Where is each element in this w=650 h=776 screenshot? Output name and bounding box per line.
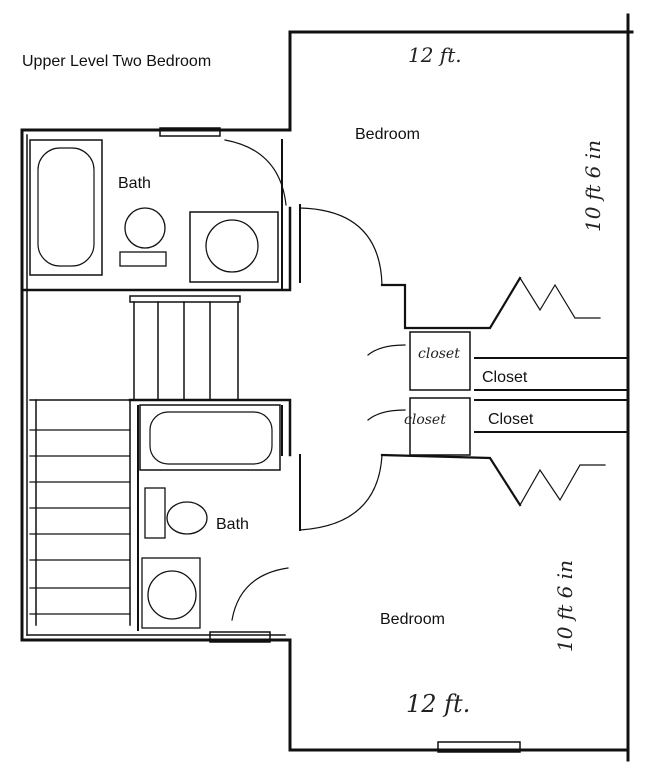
label-bath-top: Bath: [118, 175, 151, 192]
label-closet-right-2: Closet: [488, 411, 534, 428]
plan-title: Upper Level Two Bedroom: [22, 53, 211, 70]
label-closet-small-2: closet: [404, 412, 446, 428]
label-bedroom-bottom: Bedroom: [380, 611, 445, 628]
label-bath-bottom: Bath: [216, 516, 249, 533]
bath-bottom: [128, 398, 292, 631]
label-closet-small-1: closet: [418, 346, 460, 362]
hall-doors: [299, 204, 383, 531]
label-bedroom-top: Bedroom: [355, 126, 420, 143]
bath-top: [20, 139, 292, 292]
dim-top-depth: 10 ft 6 in: [581, 140, 605, 232]
dim-bottom-depth: 10 ft 6 in: [553, 560, 577, 652]
staircase: [29, 295, 241, 626]
dim-bottom-width: 12 ft.: [406, 690, 470, 718]
outer-walls: [20, 13, 634, 762]
closets: [367, 276, 629, 507]
dim-top-width: 12 ft.: [408, 43, 462, 67]
label-closet-right-1: Closet: [482, 369, 528, 386]
